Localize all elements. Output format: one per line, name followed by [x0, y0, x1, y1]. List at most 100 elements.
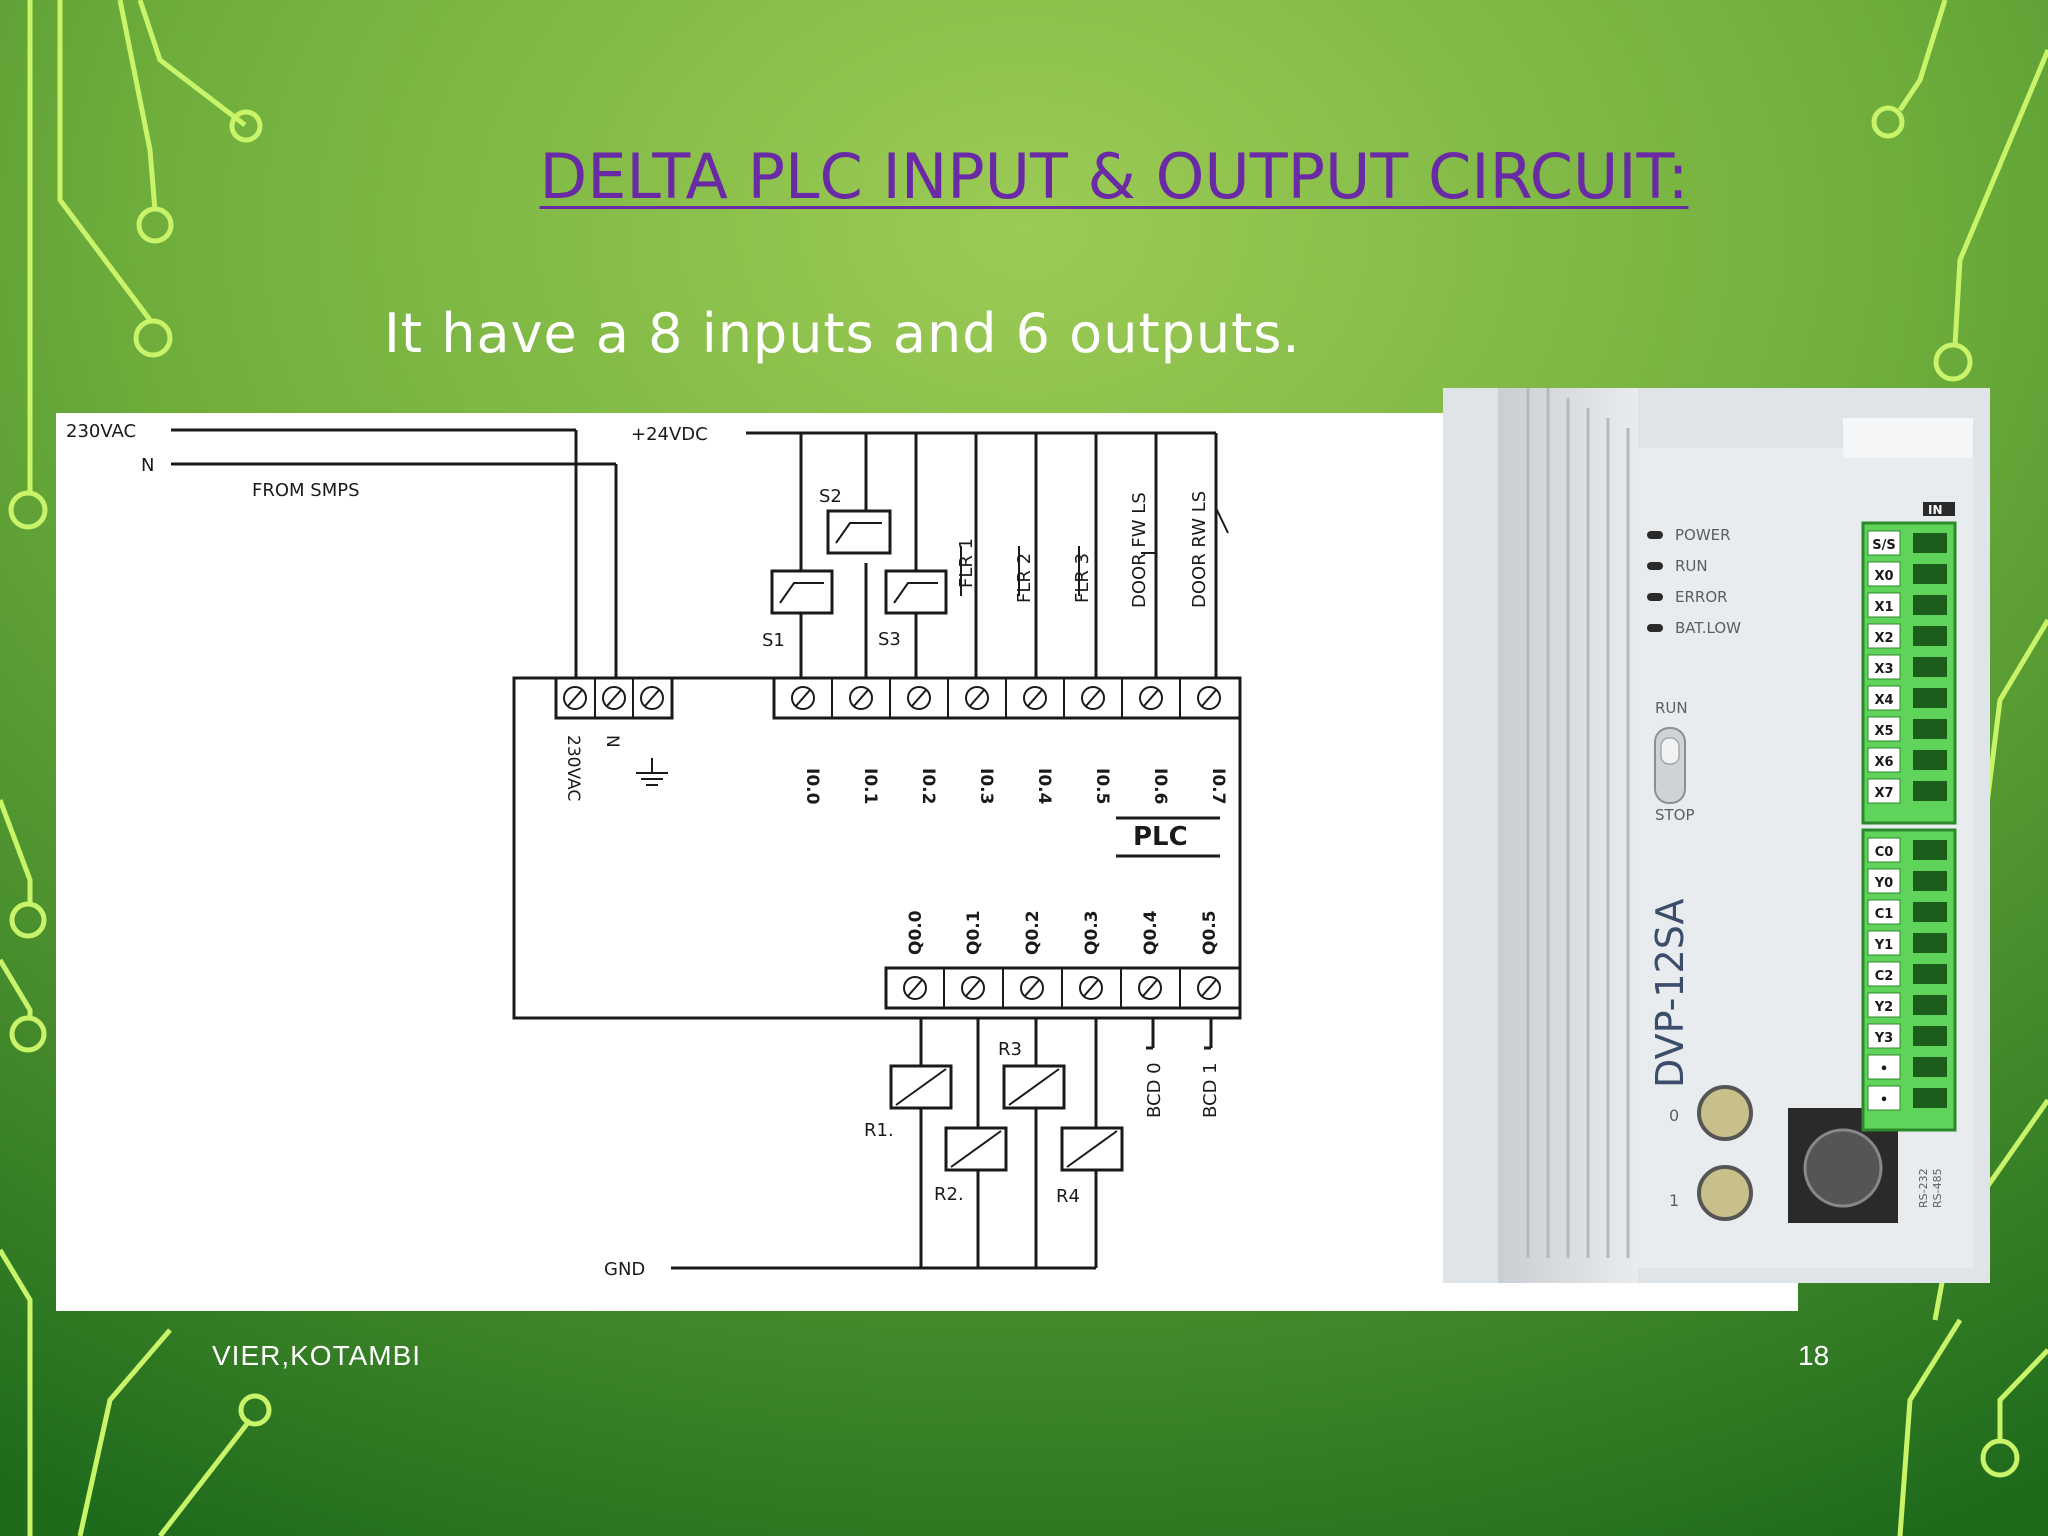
input-terminal-label: S/S — [1872, 538, 1895, 553]
input-terminal-screw[interactable] — [1913, 719, 1947, 739]
input-terminal-label-box — [1867, 654, 1901, 680]
led-label-bat-low: BAT.LOW — [1675, 619, 1741, 637]
label-q03: Q0.3 — [1082, 910, 1102, 955]
output-terminal-label-box — [1867, 899, 1901, 925]
label-i07: I0.7 — [1208, 768, 1228, 804]
input-terminal-label: X2 — [1874, 631, 1893, 646]
input-terminal-screw[interactable] — [1913, 781, 1947, 801]
label-q00: Q0.0 — [906, 910, 926, 955]
input-terminal-screw[interactable] — [1913, 595, 1947, 615]
input-terminal-label-box — [1867, 716, 1901, 742]
wiring-diagram-svg: 230VAC N FROM SMPS +24VDC GND PLC S1 S2 … — [66, 421, 1242, 1280]
label-q02: Q0.2 — [1023, 910, 1043, 955]
device-model: DVP-12SA — [1648, 898, 1692, 1088]
label-bcd0: BCD 0 — [1144, 1062, 1165, 1118]
in-badge: IN — [1928, 503, 1943, 517]
led-label-run: RUN — [1675, 557, 1708, 575]
input-terminal-screw[interactable] — [1913, 564, 1947, 584]
label-flr3: FLR 3 — [1072, 553, 1093, 603]
label-q01: Q0.1 — [964, 910, 984, 955]
output-terminal-label: C0 — [1875, 845, 1894, 860]
output-terminal-screw[interactable] — [1913, 840, 1947, 860]
label-gnd: GND — [604, 1259, 645, 1280]
input-terminal-screw[interactable] — [1913, 626, 1947, 646]
label-i01: I0.1 — [860, 768, 880, 804]
pot-label-0: 0 — [1669, 1106, 1679, 1125]
input-terminal-screw[interactable] — [1913, 657, 1947, 677]
label-n: N — [141, 455, 154, 476]
output-terminal-screw[interactable] — [1913, 933, 1947, 953]
port-label-rs485: RS-485 — [1931, 1168, 1944, 1208]
label-r3: R3 — [998, 1039, 1022, 1060]
label-door-rw-ls: DOOR RW LS — [1189, 491, 1210, 608]
switch-label-run: RUN — [1655, 699, 1688, 717]
output-terminal-label: C1 — [1875, 907, 1894, 922]
label-i03: I0.3 — [976, 768, 996, 804]
output-terminal-label: • — [1880, 1093, 1888, 1108]
label-plc: PLC — [1133, 822, 1188, 852]
input-terminal-label: X7 — [1874, 786, 1893, 801]
output-terminal-screw[interactable] — [1913, 871, 1947, 891]
output-terminal-label-box — [1867, 868, 1901, 894]
label-230vac: 230VAC — [66, 421, 136, 442]
label-q05: Q0.5 — [1200, 910, 1220, 955]
label-term-230vac: 230VAC — [563, 735, 583, 801]
output-terminal-label: Y0 — [1874, 876, 1893, 891]
output-terminal-label-box — [1867, 1023, 1901, 1049]
label-i06: I0.6 — [1150, 768, 1170, 804]
output-terminal-screw[interactable] — [1913, 902, 1947, 922]
label-i00: I0.0 — [802, 768, 822, 805]
label-term-n: N — [602, 735, 622, 748]
output-terminal-label-box — [1867, 837, 1901, 863]
plc-device-svg: POWER RUN ERROR BAT.LOW RUN STOP DVP-12S… — [1443, 388, 1990, 1283]
output-terminal-screw[interactable] — [1913, 1057, 1947, 1077]
plc-device-image: POWER RUN ERROR BAT.LOW RUN STOP DVP-12S… — [1443, 388, 1990, 1283]
output-terminal-label-box — [1867, 930, 1901, 956]
input-terminal-label-box — [1867, 623, 1901, 649]
input-terminal-label: X1 — [1874, 600, 1893, 615]
input-terminal-label-box — [1867, 778, 1901, 804]
output-terminal-screw[interactable] — [1913, 1088, 1947, 1108]
output-terminal-label: • — [1880, 1062, 1888, 1077]
label-flr2: FLR 2 — [1014, 553, 1035, 603]
input-terminal-label: X3 — [1874, 662, 1893, 677]
potentiometer-0[interactable] — [1697, 1085, 1753, 1141]
label-i05: I0.5 — [1092, 768, 1112, 804]
label-24vdc: +24VDC — [631, 424, 708, 445]
output-terminal-label-box — [1867, 992, 1901, 1018]
label-i04: I0.4 — [1034, 768, 1054, 805]
label-r2: R2. — [934, 1184, 964, 1205]
potentiometer-1[interactable] — [1697, 1165, 1753, 1221]
label-bcd1: BCD 1 — [1200, 1062, 1221, 1118]
label-door-fw-ls: DOOR FW LS — [1129, 492, 1150, 608]
input-terminal-screw[interactable] — [1913, 688, 1947, 708]
output-terminal-label-box — [1867, 1085, 1901, 1111]
output-terminal-label-box — [1867, 1054, 1901, 1080]
led-label-power: POWER — [1675, 526, 1731, 544]
output-terminal-label: Y2 — [1874, 1000, 1893, 1015]
output-terminal-screw[interactable] — [1913, 995, 1947, 1015]
slide-subtitle: It have a 8 inputs and 6 outputs. — [384, 302, 1301, 365]
label-r1: R1. — [864, 1120, 894, 1141]
input-terminal-label: X6 — [1874, 755, 1893, 770]
output-terminal-label: Y3 — [1874, 1031, 1893, 1046]
led-label-error: ERROR — [1675, 588, 1728, 606]
label-q04: Q0.4 — [1141, 910, 1161, 955]
input-terminal-label-box — [1867, 747, 1901, 773]
switch-label-stop: STOP — [1655, 806, 1695, 824]
input-terminal-label-box — [1867, 685, 1901, 711]
output-terminal-screw[interactable] — [1913, 964, 1947, 984]
input-terminal-label: X5 — [1874, 724, 1893, 739]
label-from-smps: FROM SMPS — [252, 480, 360, 501]
input-terminal-screw[interactable] — [1913, 750, 1947, 770]
label-r4: R4 — [1056, 1186, 1080, 1207]
label-flr1: FLR 1 — [956, 538, 977, 588]
label-s3: S3 — [878, 629, 901, 650]
output-terminal-screw[interactable] — [1913, 1026, 1947, 1046]
input-terminal-label-box — [1867, 561, 1901, 587]
input-terminal-screw[interactable] — [1913, 533, 1947, 553]
label-s2: S2 — [819, 486, 842, 507]
input-terminal-label-box — [1867, 530, 1901, 556]
label-i02: I0.2 — [918, 768, 938, 804]
footer-author: VIER,KOTAMBI — [212, 1340, 422, 1371]
